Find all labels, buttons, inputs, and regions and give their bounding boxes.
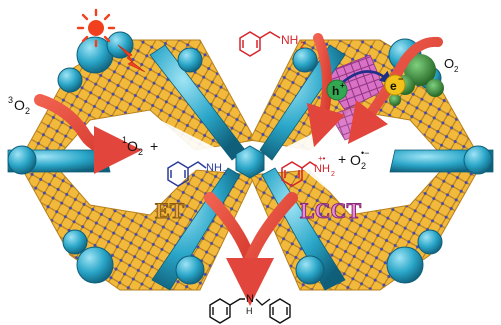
top-amine-nh: NH [281, 33, 298, 47]
superoxide-charge: •− [361, 148, 369, 158]
o2-right-base: O [444, 56, 454, 71]
benzylamine-cation [281, 161, 317, 187]
benzylamine-top [239, 31, 281, 57]
cluster-node [175, 255, 205, 285]
left-amine-sub: 2 [223, 170, 227, 177]
cation-sub: 2 [331, 171, 335, 178]
cluster-node [62, 229, 114, 284]
triplet-o2-sup: 3 [8, 95, 13, 105]
center-cluster-node [235, 145, 265, 179]
singlet-o2-sup: 1 [122, 135, 127, 145]
triplet-o2-base: O [14, 97, 25, 113]
et-label: ET [155, 198, 185, 223]
electron-badge: e − [384, 74, 406, 96]
electron-charge: − [398, 74, 403, 84]
superoxide-sub: 2 [361, 161, 366, 171]
arrow-triplet-to-singlet [34, 94, 142, 174]
electron-transfer-arrow [342, 70, 393, 85]
cluster-node [295, 255, 325, 285]
cluster-node [463, 145, 493, 175]
singlet-plus-sign: + [150, 138, 158, 154]
product-h: H [246, 306, 253, 316]
singlet-o2-sub: 2 [138, 147, 143, 157]
triplet-o2-sub: 2 [25, 106, 30, 116]
hole-label: h [332, 84, 339, 98]
singlet-oxygen-label: 1 O 2 + [122, 135, 158, 157]
right-oxygen-label: O 2 [444, 56, 459, 74]
cluster-node [177, 47, 203, 73]
left-amine-nh: NH [206, 162, 222, 174]
benzylamine-left [167, 161, 207, 187]
cluster-node [7, 145, 37, 175]
arrow-amine-down [306, 33, 346, 148]
sun-icon [76, 8, 116, 48]
hole-badge: h + [326, 79, 348, 101]
product-molecule [209, 298, 291, 324]
cluster-node [386, 229, 443, 284]
lcct-label: LCCT [300, 198, 361, 223]
o2-right-sub: 2 [454, 65, 459, 74]
cluster-node [57, 67, 83, 93]
hole-charge: + [340, 81, 345, 90]
arrow-o2-to-superoxide [347, 36, 443, 144]
triplet-oxygen-label: 3 O 2 [8, 95, 30, 116]
superoxide-plus: + [338, 151, 346, 167]
top-amine-sub: 2 [300, 41, 305, 50]
reaction-arrows [34, 33, 443, 306]
singlet-o2-base: O [127, 138, 138, 154]
cation-charge: +• [318, 154, 326, 163]
product-n: N [246, 293, 254, 305]
lightning-icon [117, 44, 146, 73]
electron-label: e [390, 79, 397, 93]
cation-nh: NH [314, 163, 330, 175]
cluster-node [292, 47, 318, 73]
superoxide-base: O [350, 152, 361, 168]
superoxide-label: + O 2 •− [338, 148, 369, 171]
